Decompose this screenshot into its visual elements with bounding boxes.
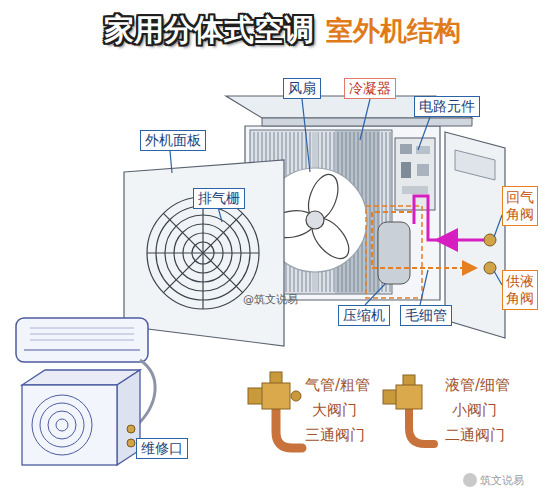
valve-label: 大阀门 — [312, 401, 357, 420]
indoor-unit — [24, 350, 140, 351]
outdoor-unit — [22, 370, 140, 465]
watermark: @筑文说易 — [243, 292, 298, 307]
indoor-unit — [30, 334, 134, 335]
three-way-valve — [270, 372, 282, 384]
circuit-board — [400, 144, 412, 154]
pipe-label: 液管/细管 — [445, 376, 510, 395]
circuit-board — [401, 162, 411, 178]
three-way-valve — [276, 409, 302, 448]
compressor — [378, 222, 410, 284]
callout-box: 压缩机 — [338, 305, 390, 326]
two-way-valve — [383, 390, 397, 404]
outdoor-unit — [40, 403, 84, 447]
refrigerant-flow — [414, 196, 438, 240]
callout-text: 维修口 — [141, 440, 183, 457]
three-way-valve — [291, 391, 301, 401]
circuit-board — [417, 164, 429, 176]
circuit-board — [402, 186, 428, 194]
outdoor-unit — [127, 439, 135, 447]
callout-box: 电路元件 — [414, 96, 480, 117]
valve-type: 二通阀门 — [445, 426, 505, 445]
valve-type: 三通阀门 — [305, 426, 365, 445]
subtitle: 室外机结构 — [326, 13, 461, 49]
three-way-valve — [248, 388, 263, 404]
grille-ring — [147, 197, 259, 309]
watermark-logo — [463, 473, 477, 487]
outdoor-unit — [32, 395, 92, 455]
callout-box: 供液角阀 — [502, 270, 538, 310]
refrigerant-flow — [440, 239, 486, 242]
leader-line — [360, 99, 370, 140]
leader-line — [418, 117, 430, 150]
leader-line — [494, 215, 502, 237]
callout-text: 毛细管 — [405, 307, 447, 324]
side-panel — [455, 150, 495, 180]
callout-text: 回气角阀 — [505, 189, 535, 223]
outdoor-unit — [22, 385, 117, 465]
outdoor-unit — [127, 425, 135, 433]
refrigerant-flow — [372, 196, 486, 268]
front-panel — [124, 160, 284, 346]
callout-text: 排气栅 — [198, 190, 240, 207]
callout-text: 供液角阀 — [505, 273, 535, 307]
callout-box: 冷凝器 — [344, 78, 396, 99]
fan — [305, 212, 356, 265]
side-panel — [445, 132, 505, 338]
leader-line — [129, 99, 502, 448]
callout-text: 电路元件 — [419, 98, 475, 115]
callout-text: 冷凝器 — [349, 80, 391, 97]
three-way-valve — [262, 383, 290, 409]
watermark-logo — [463, 473, 477, 487]
condenser-fin — [370, 132, 371, 292]
leader-line — [494, 271, 502, 285]
two-way-valve — [383, 375, 434, 444]
leader-line — [365, 284, 385, 305]
two-way-valve — [403, 375, 415, 386]
leader-line — [420, 270, 428, 305]
indoor-unit — [16, 318, 148, 362]
front-panel — [124, 160, 284, 346]
watermark: 筑文说易 — [480, 473, 524, 488]
callout-text: 压缩机 — [343, 307, 385, 324]
exhaust-grille — [147, 197, 259, 309]
top-cover — [262, 118, 472, 126]
valve-label: 小阀门 — [452, 401, 497, 420]
two-way-valve — [409, 409, 434, 444]
leader-line — [218, 207, 222, 222]
callout-box: 外机面板 — [140, 130, 206, 151]
indoor-unit — [16, 318, 148, 362]
leader-line — [302, 99, 310, 172]
refrigerant-flow — [372, 212, 474, 268]
callout-box: 毛细管 — [400, 305, 452, 326]
callout-box: 排气栅 — [193, 188, 245, 209]
pipe-label: 气管/粗管 — [305, 376, 370, 395]
leader-line — [170, 151, 172, 173]
callout-text: 风扇 — [288, 80, 316, 97]
side-panel — [445, 132, 505, 338]
grille-spoke — [163, 213, 242, 292]
indoor-unit — [30, 328, 134, 329]
fan — [306, 211, 324, 229]
angle-valve — [484, 234, 496, 274]
outdoor-unit — [48, 411, 76, 439]
outdoor-unit — [56, 419, 68, 431]
two-way-valve — [396, 385, 422, 409]
callout-box: 回气角阀 — [502, 186, 538, 226]
callout-box: 维修口 — [136, 438, 188, 459]
three-way-valve — [248, 372, 302, 448]
callout-box: 风扇 — [283, 78, 321, 99]
title: 家用分体式空调 — [104, 10, 314, 51]
indoor-unit — [30, 340, 134, 341]
callout-text: 外机面板 — [145, 132, 201, 149]
